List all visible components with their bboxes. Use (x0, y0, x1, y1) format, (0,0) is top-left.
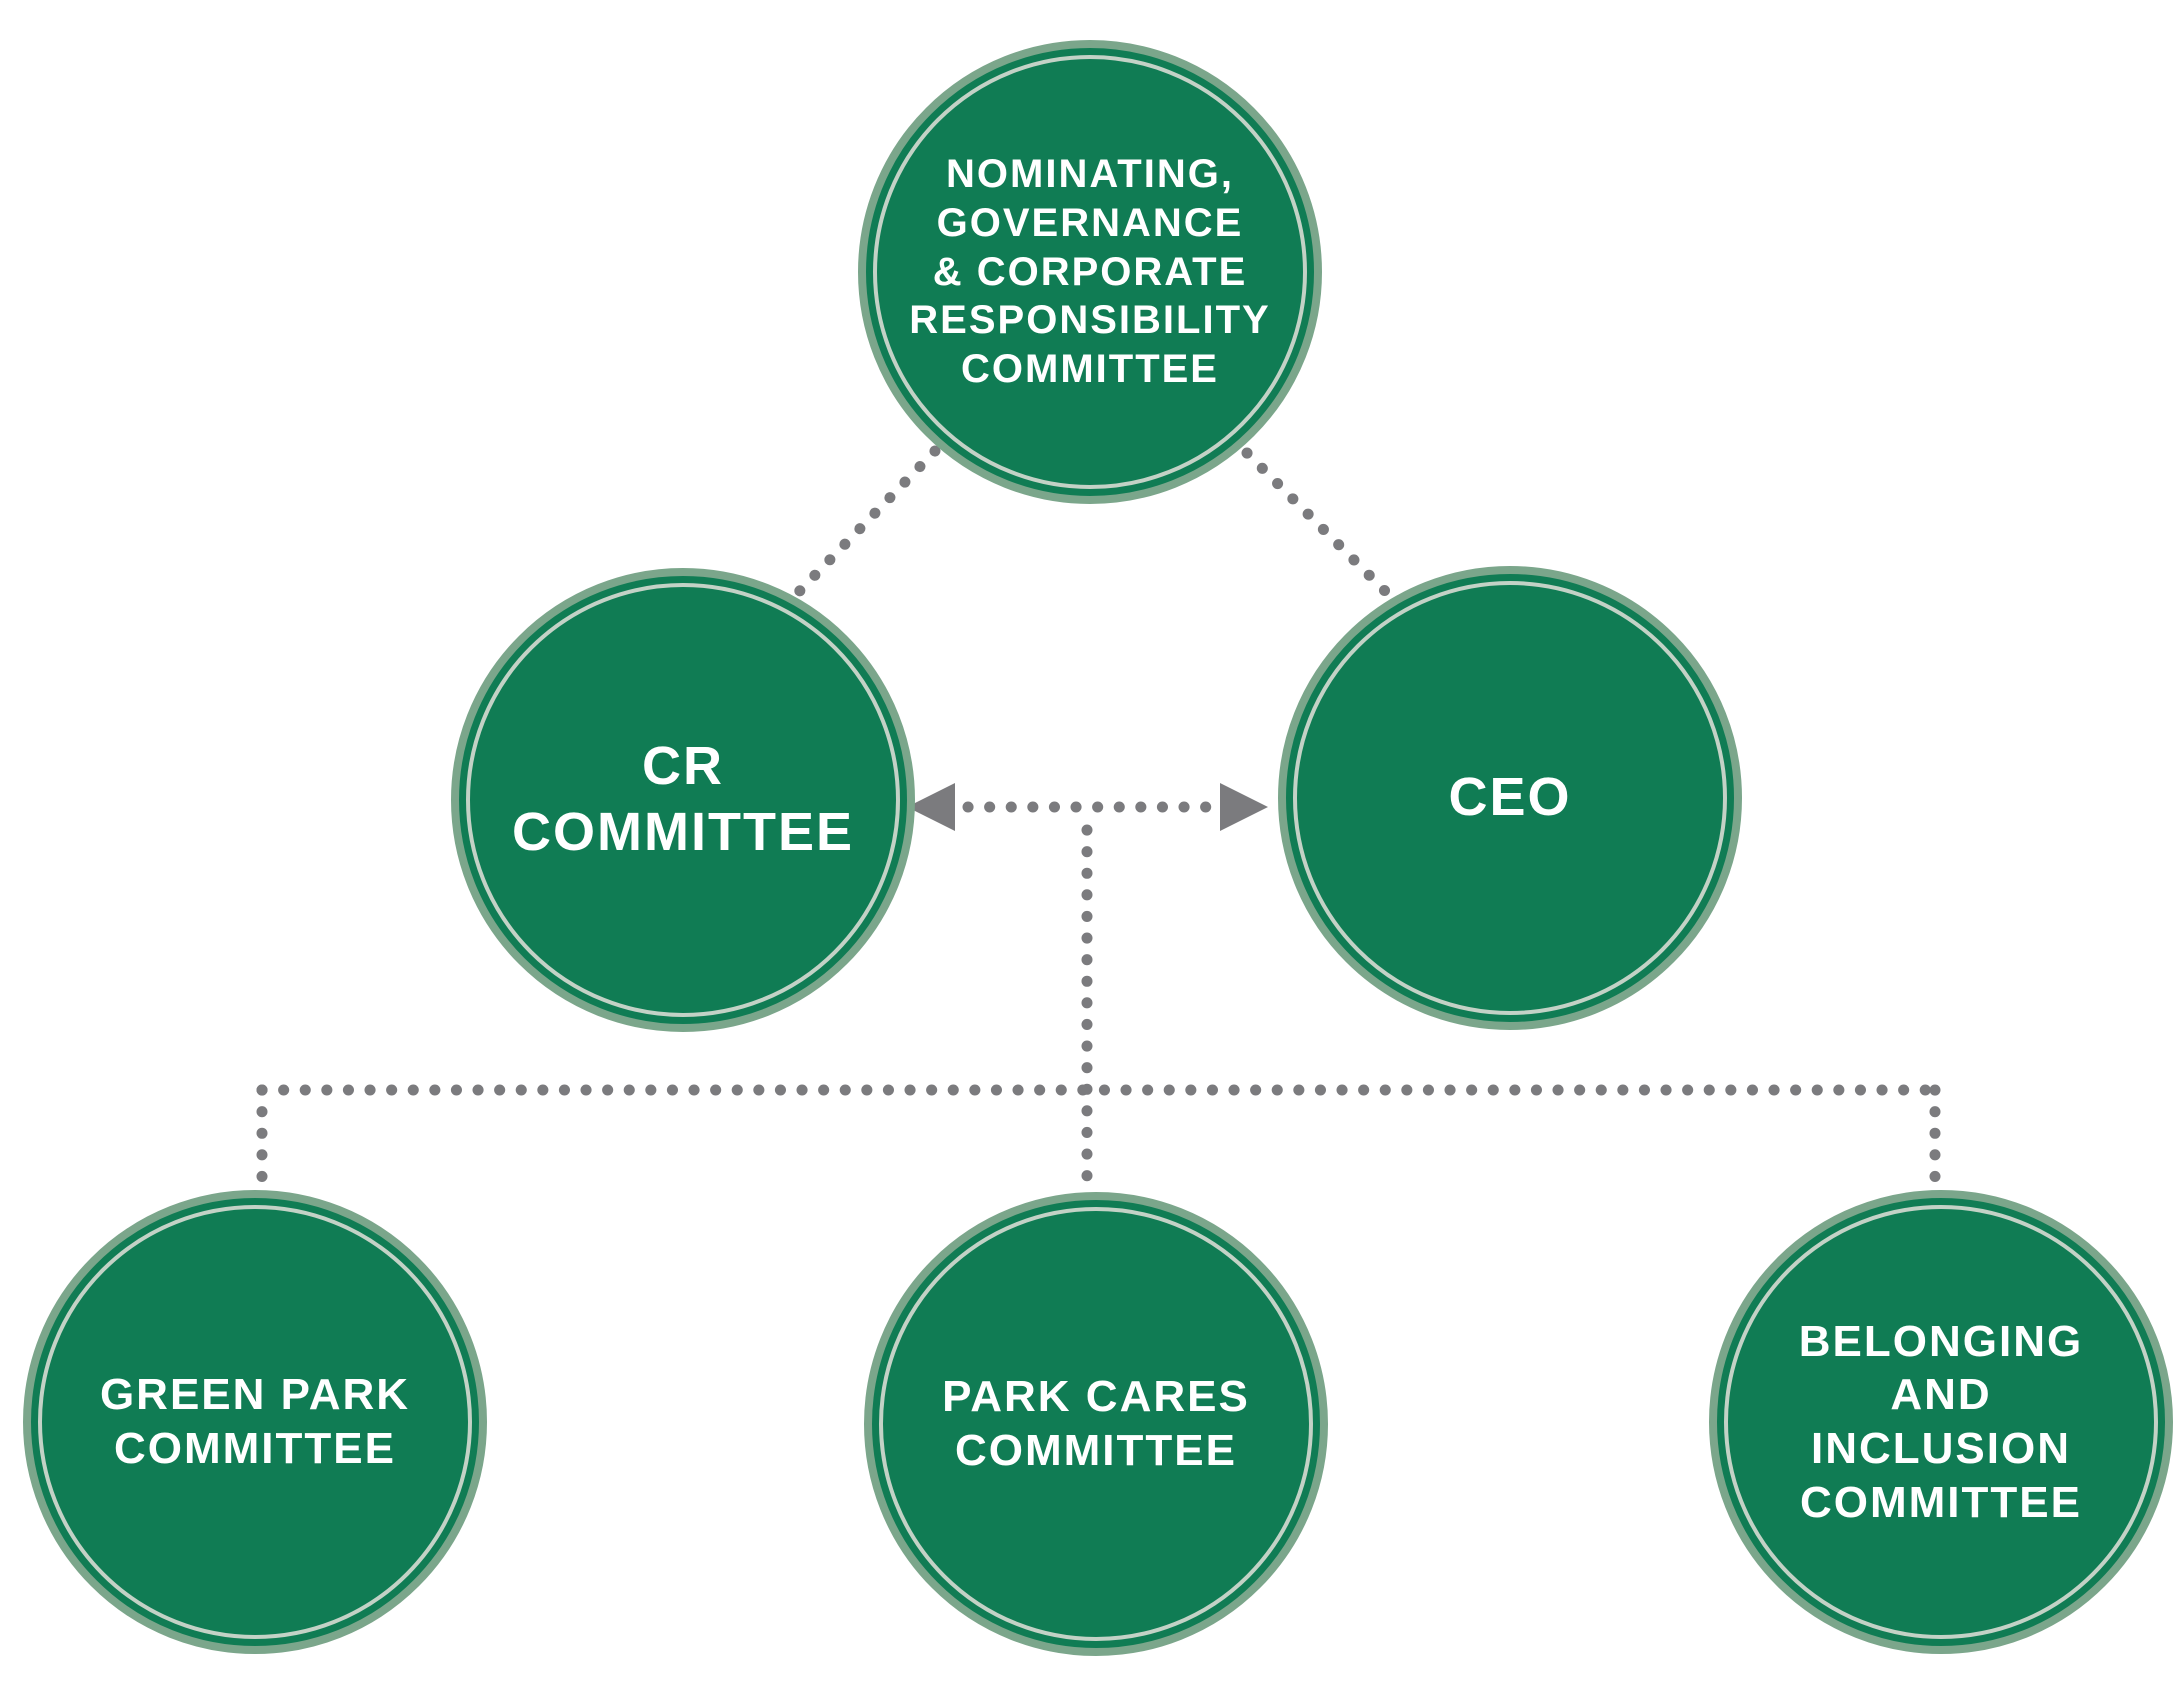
node-belonging-and-inclusion-committee: BELONGING AND INCLUSION COMMITTEE (1709, 1190, 2173, 1654)
node-nominating-governance-corporate-responsibility-committee: NOMINATING, GOVERNANCE & CORPORATE RESPO… (858, 40, 1322, 504)
node-cr-committee: CR COMMITTEE (451, 568, 915, 1032)
node-label: CEO (1448, 767, 1572, 828)
edge-nominating-to-ceo (1241, 447, 1398, 604)
node-ceo: CEO (1278, 566, 1742, 1030)
node-label: GREEN PARK COMMITTEE (99, 1370, 411, 1473)
node-label: BELONGING AND INCLUSION COMMITTEE (1798, 1316, 2084, 1527)
node-label: PARK CARES COMMITTEE (942, 1372, 1250, 1475)
node-park-cares-committee: PARK CARES COMMITTEE (864, 1192, 1328, 1656)
arrow-right-icon (1220, 783, 1268, 831)
node-label: NOMINATING, GOVERNANCE & CORPORATE RESPO… (909, 152, 1271, 392)
node-label: CR COMMITTEE (512, 736, 854, 862)
edge-nominating-to-cr (784, 445, 941, 607)
node-green-park-committee: GREEN PARK COMMITTEE (23, 1190, 487, 1654)
arrow-left-icon (907, 783, 955, 831)
